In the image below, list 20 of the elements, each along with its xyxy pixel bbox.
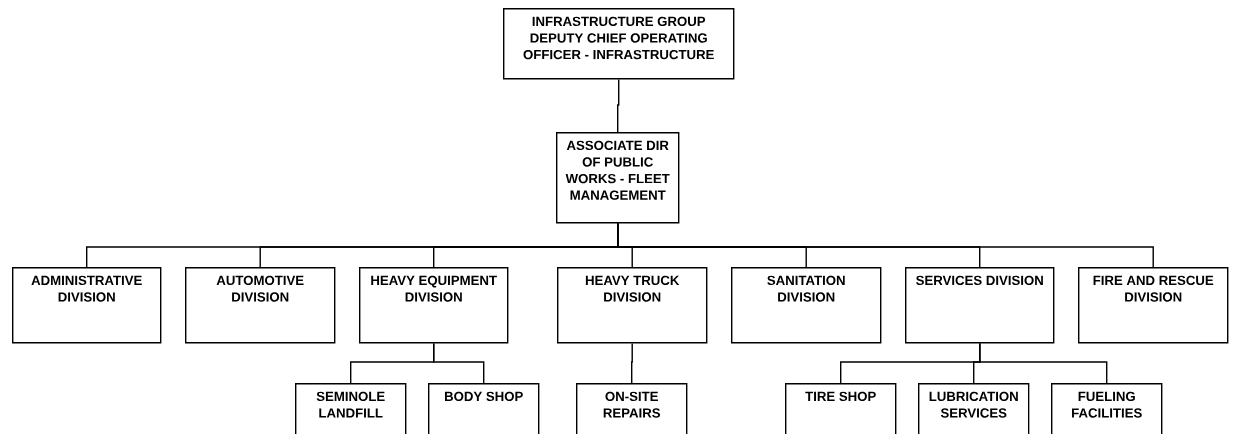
division-box: AUTOMOTIVE DIVISION <box>185 267 336 344</box>
division-box: LUBRICATION SERVICES <box>918 383 1030 434</box>
division-box: FUELING FACILITIES <box>1051 383 1163 434</box>
division-box: BODY SHOP <box>428 383 540 434</box>
division-box: HEAVY EQUIPMENT DIVISION <box>359 267 509 344</box>
division-box: SANITATION DIVISION <box>731 267 882 344</box>
division-box: SERVICES DIVISION <box>905 267 1055 344</box>
connector-line <box>617 78 620 133</box>
division-box: INFRASTRUCTURE GROUP DEPUTY CHIEF OPERATING OFFICER - INFRASTRUCTURE <box>503 8 735 80</box>
division-box: ASSOCIATE DIR OF PUBLIC WORKS - FLEET MANAGEMENT <box>556 132 680 224</box>
connector-line <box>631 342 633 384</box>
connector-line <box>979 342 1108 384</box>
division-box: TIRE SHOP <box>785 383 897 434</box>
division-box: ADMINISTRATIVE DIVISION <box>12 267 162 344</box>
division-box: FIRE AND RESCUE DIVISION <box>1078 267 1229 344</box>
division-box: ON-SITE REPAIRS <box>576 383 688 434</box>
connector-line <box>617 222 1154 268</box>
division-box: HEAVY TRUCK DIVISION <box>557 267 708 344</box>
connector-line <box>433 342 485 384</box>
division-box: SEMINOLE LANDFILL <box>295 383 407 434</box>
